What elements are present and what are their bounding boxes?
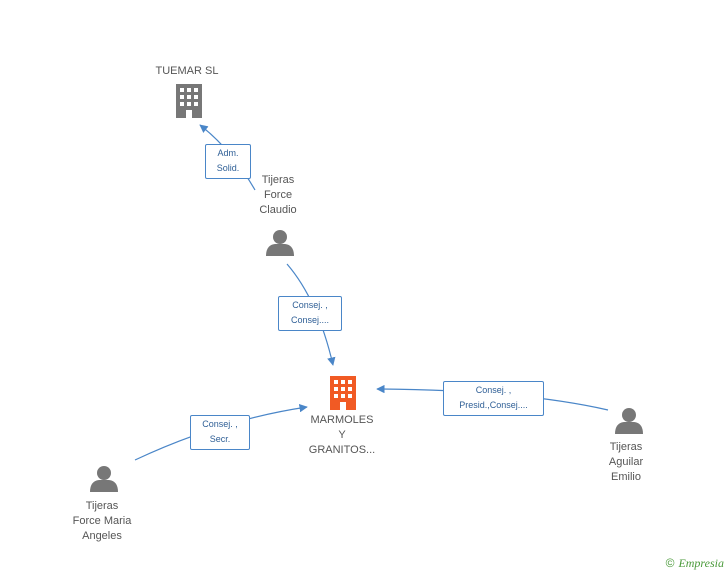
edge-label-line: Consej. , bbox=[202, 419, 238, 429]
edge-label-maria-marmoles[interactable]: Consej. , Secr. bbox=[190, 415, 250, 450]
person-icon[interactable] bbox=[90, 466, 118, 492]
company-label-marmoles[interactable]: MARMOLES Y GRANITOS... bbox=[308, 414, 376, 456]
person-label-claudio[interactable]: Tijeras Force Claudio bbox=[259, 174, 297, 216]
edge-label-claudio-marmoles[interactable]: Consej. , Consej.... bbox=[278, 296, 342, 331]
person-label-emilio[interactable]: Tijeras Aguilar Emilio bbox=[608, 441, 644, 483]
edge-label-emilio-marmoles[interactable]: Consej. , Presid.,Consej.... bbox=[443, 381, 544, 416]
edge-label-claudio-tuemar[interactable]: Adm. Solid. bbox=[205, 144, 251, 179]
person-icon[interactable] bbox=[615, 408, 643, 434]
person-icon[interactable] bbox=[266, 230, 294, 256]
building-icon[interactable] bbox=[330, 376, 356, 410]
edge-label-line: Secr. bbox=[209, 434, 231, 444]
building-icon[interactable] bbox=[176, 84, 202, 118]
edge-label-line: Consej.... bbox=[290, 315, 330, 325]
copyright-icon: © bbox=[665, 556, 675, 570]
brand-name: Empresia bbox=[678, 556, 724, 570]
edge-label-line: Consej. , bbox=[292, 300, 328, 310]
person-label-maria[interactable]: Tijeras Force Maria Angeles bbox=[72, 500, 132, 542]
brand-watermark[interactable]: ©Empresia bbox=[666, 556, 724, 571]
edge-label-line: Presid.,Consej.... bbox=[459, 400, 528, 410]
edge-label-line: Adm. bbox=[217, 148, 239, 158]
edge-label-line: Consej. , bbox=[475, 385, 512, 395]
company-label-tuemar[interactable]: TUEMAR SL bbox=[155, 65, 219, 77]
edge-label-line: Solid. bbox=[216, 163, 240, 173]
